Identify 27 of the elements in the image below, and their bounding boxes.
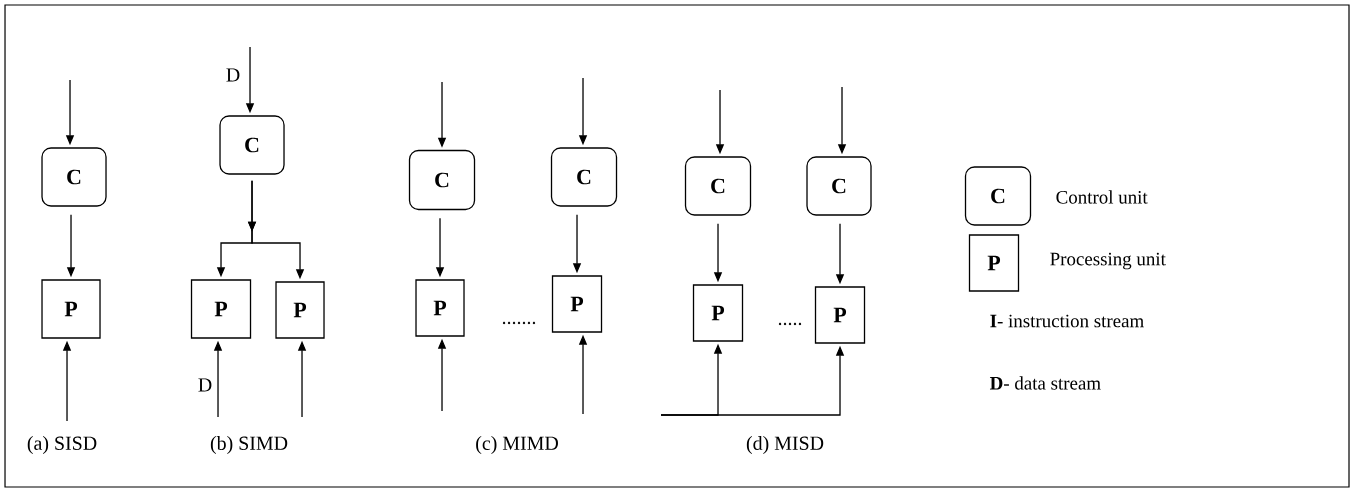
processing-unit-box: P — [692, 284, 744, 342]
caption: ..... — [778, 322, 802, 326]
legend-text: Processing unit — [1050, 252, 1166, 270]
caption: ....... — [502, 321, 536, 325]
control-unit-box: C — [964, 166, 1032, 226]
control-unit-box: C — [806, 156, 872, 216]
edge-label: D — [196, 377, 214, 393]
processing-unit-box: P — [968, 234, 1020, 292]
control-unit-box: C — [684, 156, 752, 216]
caption: (a) SISD — [27, 435, 97, 454]
processing-unit-box: P — [814, 286, 866, 344]
control-unit-box: C — [41, 147, 107, 207]
processing-unit-box: P — [190, 279, 252, 339]
caption: (b) SIMD — [210, 435, 288, 454]
control-unit-box: C — [550, 147, 618, 207]
legend-text: I- instruction stream — [990, 314, 1144, 328]
control-unit-box: C — [219, 115, 285, 175]
processing-unit-box: P — [551, 275, 603, 333]
processing-unit-box: P — [415, 279, 465, 337]
processing-unit-box: P — [275, 281, 325, 339]
caption: (d) MISD — [746, 435, 824, 454]
processing-unit-box: P — [41, 279, 101, 339]
edge-label: D — [224, 67, 242, 83]
legend-text: Control unit — [1056, 190, 1148, 204]
legend-text: D- data stream — [990, 376, 1101, 390]
caption: (c) MIMD — [476, 435, 558, 454]
control-unit-box: C — [408, 149, 476, 211]
